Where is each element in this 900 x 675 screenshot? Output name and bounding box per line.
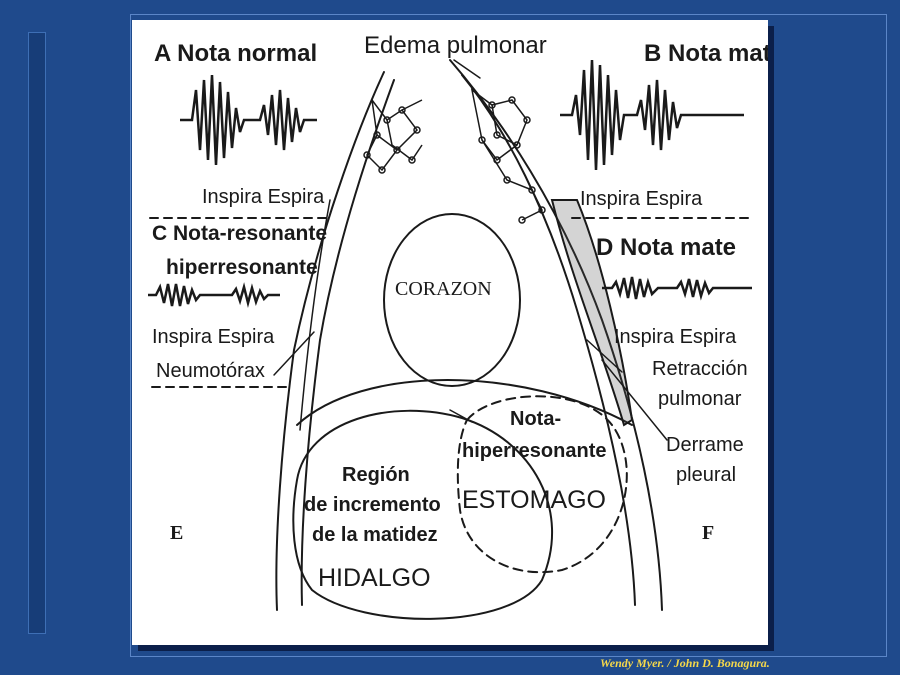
section-c-label-line2: hiperresonante: [166, 256, 318, 280]
right-lung-edema: [472, 90, 545, 223]
diagram-panel: Edema pulmonar A Nota normal Inspira Esp…: [132, 20, 768, 645]
section-d-label: D Nota mate: [596, 234, 736, 262]
neumotorax-label: Neumotórax: [156, 360, 265, 383]
derrame-label-line2: pleural: [676, 464, 736, 487]
section-a-breath: Inspira Espira: [202, 186, 324, 209]
derrame-label-line1: Derrame: [666, 434, 744, 457]
stomach-label: ESTOMAGO: [462, 486, 606, 515]
corner-label-e: E: [170, 522, 183, 545]
retraccion-label-line1: Retracción: [652, 358, 748, 381]
title-edema-pulmonar: Edema pulmonar: [364, 32, 547, 60]
left-lung-edema: [364, 100, 422, 173]
liver-note-line3: de la matidez: [312, 524, 438, 547]
heart-label: CORAZON: [395, 278, 492, 301]
corner-label-f: F: [702, 522, 714, 545]
wave-d: [602, 277, 752, 299]
wave-c: [148, 284, 280, 306]
section-c-label-line1: C Nota-resonante: [152, 222, 327, 246]
section-c-breath: Inspira Espira: [152, 326, 274, 349]
left-accent-bar: [28, 32, 46, 634]
stomach-note-line1: Nota-: [510, 408, 561, 431]
section-b-breath: Inspira Espira: [580, 188, 702, 211]
liver-label: HIDALGO: [318, 564, 431, 593]
section-a-label: A Nota normal: [154, 40, 317, 68]
stomach-note-line2: hiperresonante: [462, 440, 606, 463]
section-d-breath: Inspira Espira: [614, 326, 736, 349]
wave-a: [180, 75, 317, 165]
liver-note-line1: Región: [342, 464, 410, 487]
section-b-label: B Nota mate: [644, 40, 768, 68]
image-credit: Wendy Myer. / John D. Bonagura.: [600, 656, 770, 671]
wave-b: [560, 60, 744, 170]
retraccion-label-line2: pulmonar: [658, 388, 741, 411]
liver-note-line2: de incremento: [304, 494, 441, 517]
